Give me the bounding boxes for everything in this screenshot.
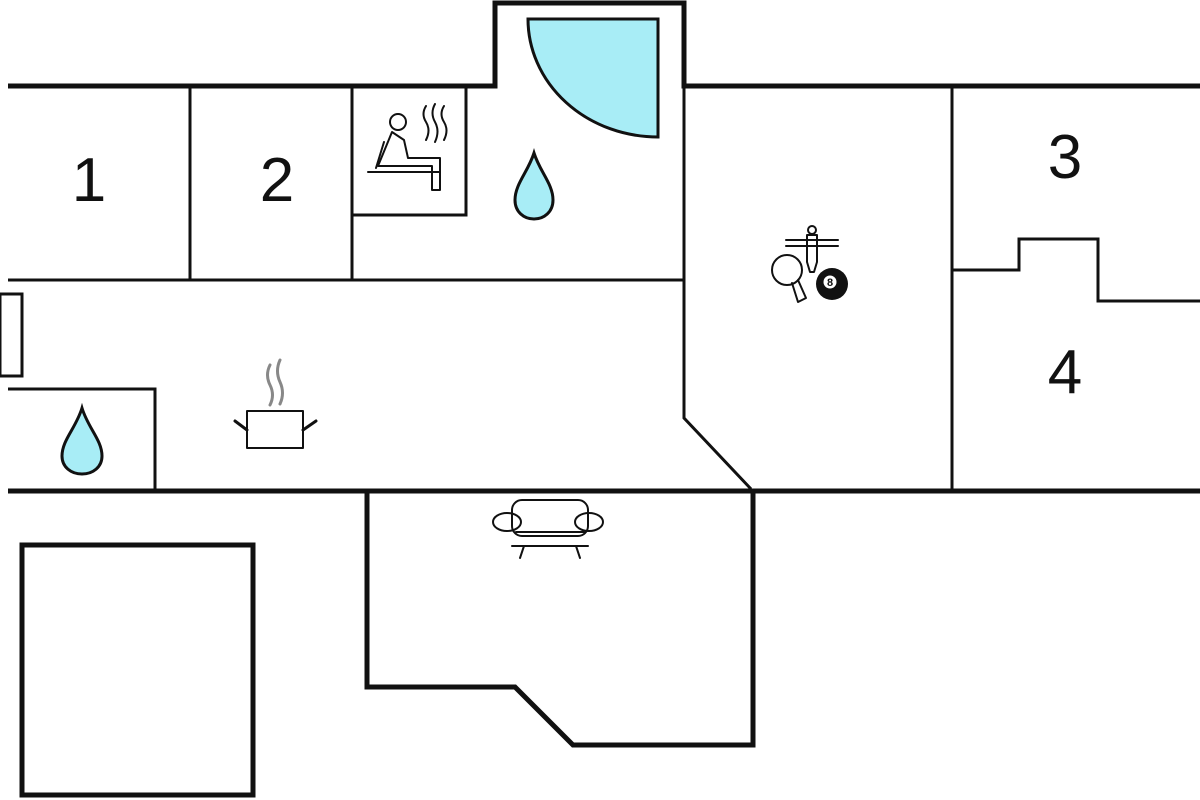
table-football-ping-pong-billiard-icon: 8 [771, 225, 848, 303]
cooking-pot-icon [233, 358, 318, 449]
exterior-wall [8, 0, 1200, 748]
room-number-4: 4 [1048, 338, 1082, 407]
room-number-3: 3 [1048, 123, 1082, 192]
room-number-1: 1 [72, 146, 106, 215]
room-number-2: 2 [260, 146, 294, 215]
water-drop-icon [513, 148, 555, 221]
sauna-icon [367, 103, 448, 191]
entrance-door [0, 292, 24, 378]
shower-enclosure [526, 17, 660, 139]
sofa-icon [492, 499, 604, 559]
billiard-ball-number: 8 [827, 277, 833, 289]
annex-building [19, 542, 256, 798]
interior-walls [8, 86, 1200, 491]
water-drop-icon [60, 402, 104, 476]
